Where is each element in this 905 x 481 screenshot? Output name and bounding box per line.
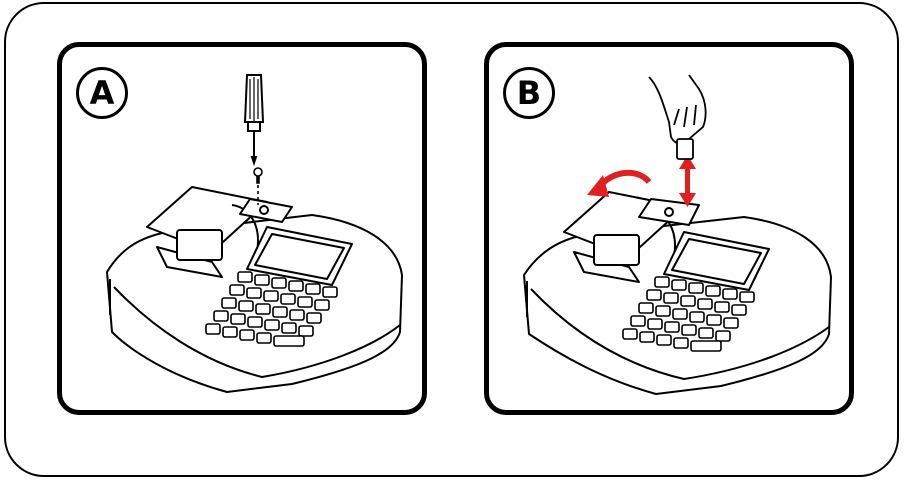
panel-a: A	[57, 42, 427, 415]
step-badge-a: A	[76, 67, 128, 119]
screwdriver-icon	[245, 75, 263, 163]
panel-b: B	[484, 42, 854, 415]
step-badge-b: B	[503, 67, 555, 119]
hand-icon	[649, 75, 706, 159]
vertical-double-arrow-icon	[679, 155, 696, 207]
